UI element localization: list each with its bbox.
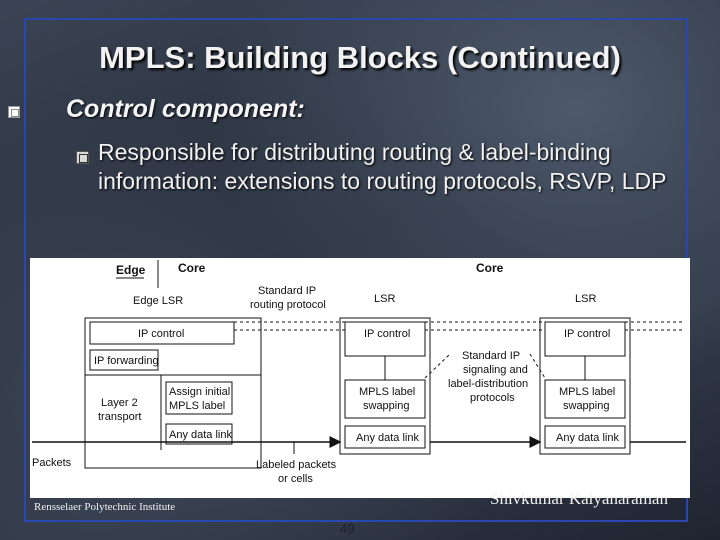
std-ip-signaling-line2: signaling and <box>463 364 528 376</box>
lsr2-mpls-box <box>544 379 626 419</box>
lsr2-label: LSR <box>575 293 596 305</box>
lsr1-mpls-box <box>344 379 426 419</box>
bullet-control-component: Control component: <box>66 95 305 123</box>
std-ip-signaling-line1: Standard IP <box>462 350 520 362</box>
edge-data-link-label: Any data link <box>169 429 232 441</box>
header-core-right: Core <box>476 261 504 275</box>
lsr1-mpls-line2: swapping <box>363 400 409 412</box>
lsr1-data-link-label: Any data link <box>356 432 419 444</box>
std-ip-signaling-line3: label-distribution <box>448 378 528 390</box>
std-ip-signaling-line4: protocols <box>470 392 515 404</box>
std-ip-routing-line2: routing protocol <box>250 299 326 311</box>
assign-label-line1: Assign initial <box>169 386 230 398</box>
edge-ip-forwarding-box <box>89 349 159 371</box>
labeled-packets-line1: Labeled packets <box>256 459 337 471</box>
header-core-left: Core <box>178 261 206 275</box>
layer2-line2: transport <box>98 411 141 423</box>
checkbox-bullet-icon <box>8 106 20 118</box>
lsr1-data-link-box <box>344 425 426 449</box>
lsr2-ip-control-label: IP control <box>564 328 610 340</box>
edge-ip-control-label: IP control <box>138 328 184 340</box>
mpls-diagram-svg: Edge Core Core Edge LSR Standard IP rout… <box>32 260 686 485</box>
lsr1-ip-control-label: IP control <box>364 328 410 340</box>
assign-label-line2: MPLS label <box>169 400 225 412</box>
signal-link-2 <box>529 353 546 379</box>
edge-ip-forwarding-label: IP forwarding <box>94 355 159 367</box>
edge-data-link-box <box>165 423 233 445</box>
square-bullet-icon <box>76 151 89 164</box>
mpls-diagram: Edge Core Core Edge LSR Standard IP rout… <box>30 258 690 498</box>
packets-label: Packets <box>32 457 72 469</box>
edge-ip-control-box <box>89 321 235 345</box>
std-ip-routing-line1: Standard IP <box>258 285 316 297</box>
lsr2-mpls-line1: MPLS label <box>559 386 615 398</box>
layer2-line1: Layer 2 <box>101 397 138 409</box>
footer-institution: Rensselaer Polytechnic Institute <box>34 501 176 513</box>
lsr2-data-link-label: Any data link <box>556 432 619 444</box>
lsr2-mpls-line2: swapping <box>563 400 609 412</box>
lsr1-mpls-line1: MPLS label <box>359 386 415 398</box>
bullet-responsible-text: Responsible for distributing routing & l… <box>98 139 667 194</box>
labeled-packets-line2: or cells <box>278 473 313 485</box>
header-edge: Edge <box>116 263 146 277</box>
lsr2-data-link-box <box>544 425 626 449</box>
lsr1-label: LSR <box>374 293 395 305</box>
lsr1-ip-control-box <box>344 321 426 357</box>
page-number: 49 <box>340 521 355 536</box>
slide-title: MPLS: Building Blocks (Continued) <box>99 40 621 75</box>
edge-lsr-label: Edge LSR <box>133 295 183 307</box>
footer-author: Shivkumar Kalyanaraman <box>490 489 668 508</box>
assign-label-box <box>165 381 233 415</box>
